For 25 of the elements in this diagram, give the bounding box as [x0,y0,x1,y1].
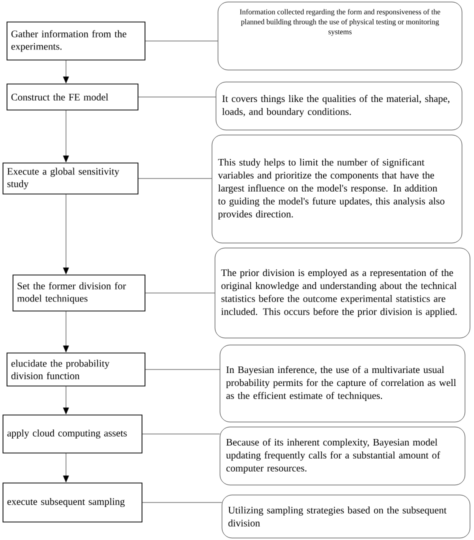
arrow [63,60,69,84]
process-box: execute subsequent sampling [2,482,142,522]
connector-line [145,369,220,370]
process-box: apply cloud computing assets [2,414,142,454]
arrow [63,311,69,352]
process-box: Set the former division for model techniques [12,274,146,312]
process-box: Gather information from the experiments. [6,22,146,60]
arrow [63,194,69,274]
arrow [63,386,69,414]
connector-line [142,502,222,503]
connector-line [138,96,216,98]
process-box: elucidate the probability division function [6,352,146,386]
note-box: In Bayesian inference, the use of a multivariate usual probability permits for the capture of correlation as well as the efficient estimate of techniques. [220,344,466,422]
note-box: This study helps to limit the number of significant variables and prioritize the components that have the largest influence on the model's response. In addition to guiding the model's future updates, this analysis also provides direction. [212,134,462,244]
process-box: Construct the FE model [6,84,138,110]
note-box: The prior division is employed as a representation of the original knowledge and understanding about the technical statistics before the outcome experimental statistics are included. This occurs before the prior division is applied. [214,248,470,338]
connector-line [145,40,218,42]
note-box: Because of its inherent complexity, Bayesian model updating frequently calls for a substantial amount of computer resources. [220,426,466,486]
note-box: It covers things like the qualities of the material, shape, loads, and boundary conditions. [216,82,462,130]
connector-line [145,292,215,294]
note-box: Utilizing sampling strategies based on the subsequent division [222,494,470,538]
arrow [63,110,69,162]
process-box: Execute a global sensitivity study [2,162,138,194]
connector-line [138,178,212,179]
arrow [63,453,69,482]
